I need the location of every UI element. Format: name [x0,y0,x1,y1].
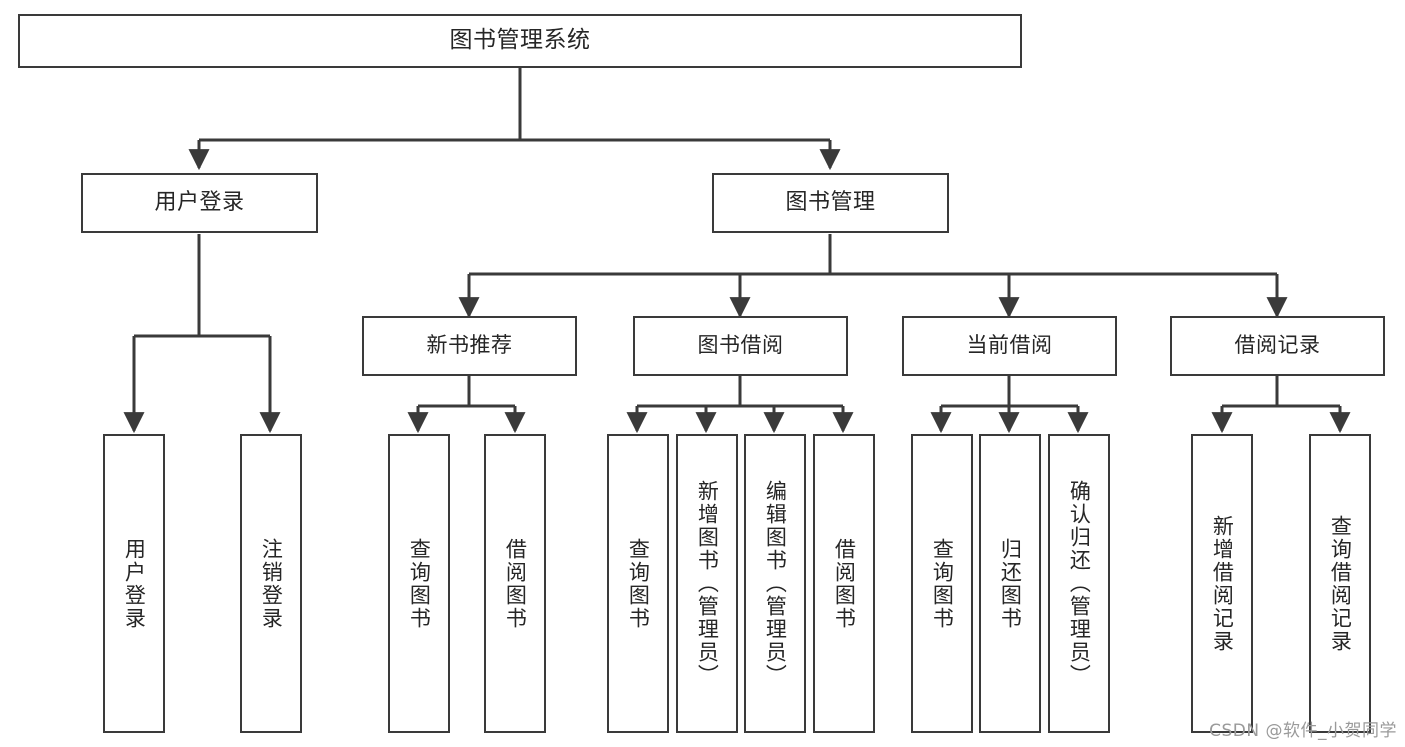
leaf-borrow-record-add-record[interactable]: 新增借阅记录 [1191,434,1253,733]
node-label: 注销登录 [259,537,284,630]
node-book-borrow[interactable]: 图书借阅 [633,316,848,376]
node-book-management[interactable]: 图书管理 [712,173,949,233]
leaf-new-book-query-book[interactable]: 查询图书 [388,434,450,733]
node-label: 查询图书 [626,537,651,630]
leaf-current-borrow-return-book[interactable]: 归还图书 [979,434,1041,733]
node-label: 确认归还（管理员） [1067,480,1092,687]
leaf-current-borrow-query-book[interactable]: 查询图书 [911,434,973,733]
node-label: 借阅记录 [1234,333,1321,358]
node-label: 用户登录 [122,537,147,630]
node-current-borrow[interactable]: 当前借阅 [902,316,1117,376]
leaf-current-borrow-confirm-return-admin[interactable]: 确认归还（管理员） [1048,434,1110,733]
node-user-login[interactable]: 用户登录 [81,173,318,233]
node-label: 新增借阅记录 [1210,514,1235,653]
node-label: 用户登录 [154,189,245,215]
node-new-book-recommend[interactable]: 新书推荐 [362,316,577,376]
node-label: 图书管理系统 [449,27,591,54]
leaf-book-borrow-add-book-admin[interactable]: 新增图书（管理员） [676,434,738,733]
leaf-book-borrow-borrow-book[interactable]: 借阅图书 [813,434,875,733]
leaf-borrow-record-query-record[interactable]: 查询借阅记录 [1309,434,1371,733]
leaf-user-login-logout[interactable]: 注销登录 [240,434,302,733]
node-label: 新书推荐 [426,333,513,358]
leaf-user-login-login[interactable]: 用户登录 [103,434,165,733]
watermark-text: CSDN @软件_小贺同学 [1209,721,1397,741]
leaf-book-borrow-query-book[interactable]: 查询图书 [607,434,669,733]
node-label: 借阅图书 [832,537,857,630]
node-label: 归还图书 [998,537,1023,630]
node-label: 新增图书（管理员） [695,480,720,687]
node-label: 图书管理 [785,189,876,215]
node-label: 查询图书 [930,537,955,630]
node-label: 查询图书 [407,537,432,630]
node-borrow-record[interactable]: 借阅记录 [1170,316,1385,376]
leaf-new-book-borrow-book[interactable]: 借阅图书 [484,434,546,733]
node-label: 编辑图书（管理员） [763,480,788,687]
node-label: 借阅图书 [503,537,528,630]
leaf-book-borrow-edit-book-admin[interactable]: 编辑图书（管理员） [744,434,806,733]
node-label: 图书借阅 [697,333,784,358]
node-label: 当前借阅 [966,333,1053,358]
node-root-book-management-system[interactable]: 图书管理系统 [18,14,1022,68]
node-label: 查询借阅记录 [1328,514,1353,653]
